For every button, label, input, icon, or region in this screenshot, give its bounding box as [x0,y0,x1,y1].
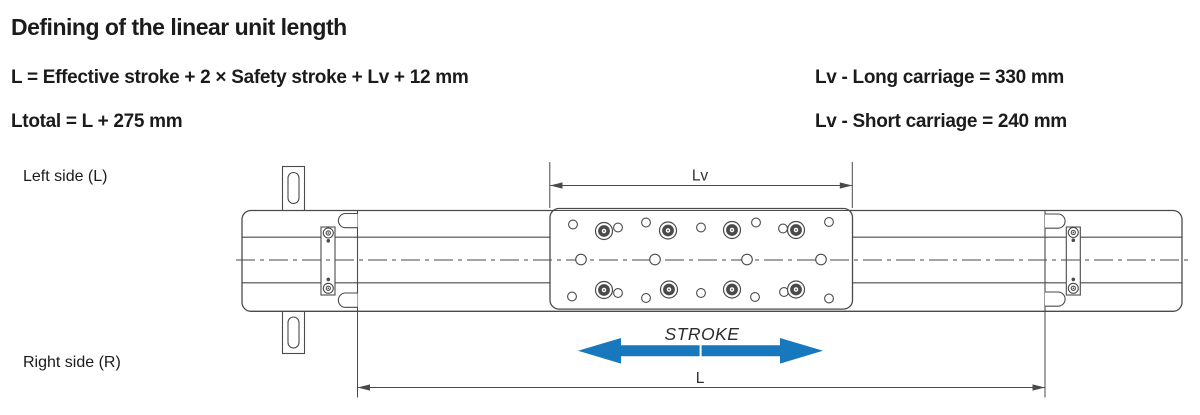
bracket-slot-bottom [287,316,300,349]
left-slot-bottom [337,292,358,308]
formula-l: L = Effective stroke + 2 × Safety stroke… [11,67,469,88]
carriage-hole [750,292,760,302]
carriage-hole [751,217,761,228]
lv-long-carriage-note: Lv - Long carriage = 330 mm [815,67,1065,88]
carriage-hole [613,222,623,233]
screw-dot-icon [326,277,331,282]
right-slot-bottom [1045,291,1066,307]
dimension-arrow-right-icon [839,182,853,189]
screw-dot-icon [1071,277,1076,282]
right-slot-top [1045,213,1066,229]
screw-icon [327,287,330,290]
formula-ltotal: Ltotal = L + 275 mm [11,111,183,132]
stroke-arrow-center-tick [699,344,702,358]
carriage-hole [613,288,623,298]
carriage-plate-outline [549,207,854,310]
end-block-plate [320,226,336,296]
bracket-slot-top [287,171,300,205]
l-dimension-label: L [696,370,705,387]
carriage-hole [667,229,669,232]
right-end-block [1065,226,1081,296]
carriage-hole [731,288,733,291]
screw-dot-icon [326,239,331,243]
screw-icon [1072,231,1075,234]
carriage-hole [575,253,587,266]
lv-dimension: Lv [549,162,853,208]
carriage-hole [603,289,605,291]
left-mounting-brackets [281,165,306,355]
carriage-hole [603,230,605,232]
lv-dimension-label: Lv [692,168,709,185]
screw-icon [1072,287,1075,290]
carriage-hole [795,288,797,291]
carriage-holes [567,217,834,304]
left-side-label: Left side (L) [23,168,108,185]
carriage-hole [824,293,834,304]
right-side-label: Right side (R) [23,354,121,371]
carriage-hole [795,229,797,231]
carriage-hole [824,217,834,227]
carriage-hole [568,219,578,230]
carriage-hole [741,253,753,266]
stroke-annotation: STROKE [578,324,823,364]
carriage-hole [778,223,788,234]
carriage-hole [696,288,706,298]
carriage-hole [815,253,827,266]
screw-icon [327,232,330,234]
carriage-hole [731,229,733,231]
dimension-arrow-left-icon [550,182,563,189]
left-end-block [320,226,336,296]
carriage-hole [649,253,661,266]
dimension-arrow-right-icon [1032,384,1045,391]
stroke-label: STROKE [665,324,740,344]
carriage-plate [549,207,854,310]
l-extension-lines [357,312,1046,398]
dimension-arrow-left-icon [357,384,370,391]
left-slot-top [337,212,358,229]
carriage-hole [668,288,670,291]
lv-short-carriage-note: Lv - Short carriage = 240 mm [815,111,1067,132]
carriage-hole [641,217,651,228]
carriage-hole [641,293,651,303]
screw-dot-icon [1071,238,1076,242]
page-title: Defining of the linear unit length [11,14,347,40]
l-dimension: L [357,312,1046,398]
carriage-hole [567,291,577,302]
carriage-hole [696,222,706,233]
